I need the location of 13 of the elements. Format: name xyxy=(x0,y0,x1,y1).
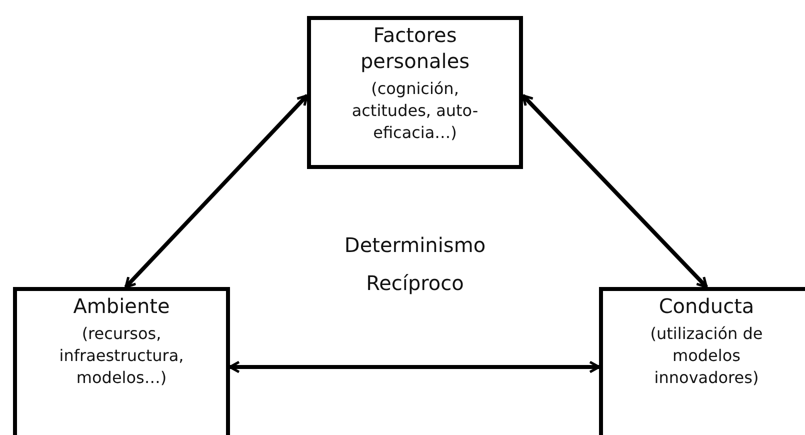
concept-box xyxy=(599,287,805,435)
node-title: Conducta xyxy=(658,293,754,319)
concept-box xyxy=(307,16,523,169)
double-arrow xyxy=(124,94,308,288)
concept-box xyxy=(13,287,230,435)
node-title: Ambiente xyxy=(73,293,170,319)
node-description: (utilización de modelos innovadores) xyxy=(649,323,764,389)
node-title: Factores personales xyxy=(359,22,471,74)
node-description: (cognición, actitudes, auto-eficacia…) xyxy=(350,78,480,144)
double-arrow xyxy=(522,94,708,288)
node-description: (recursos, infraestructura, modelos…) xyxy=(58,323,185,389)
center-label: Determinismo Recíproco xyxy=(343,232,487,297)
double-arrow xyxy=(228,360,600,374)
